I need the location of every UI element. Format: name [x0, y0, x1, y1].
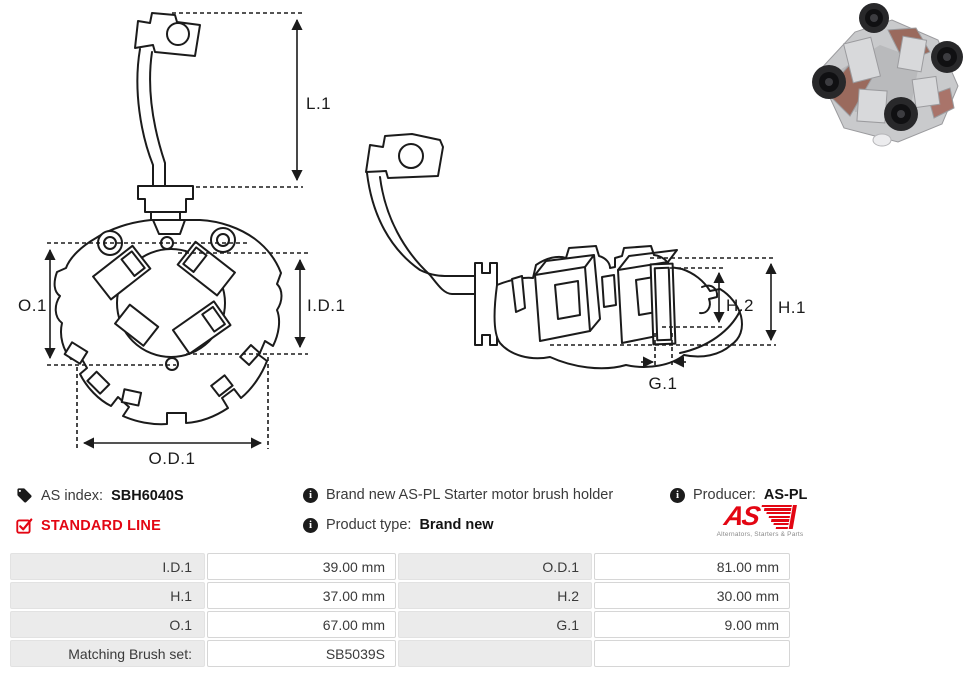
- spec-label: I.D.1: [10, 553, 205, 580]
- spec-label: O.1: [10, 611, 205, 638]
- as-pl-logo-text: AS: [722, 501, 761, 531]
- spec-label: G.1: [398, 611, 592, 638]
- spec-label: [398, 640, 592, 667]
- as-index-row: AS index: SBH6040S: [16, 487, 184, 504]
- spec-value: 39.00 mm: [207, 553, 396, 580]
- spec-value: 30.00 mm: [594, 582, 790, 609]
- dim-label-g1: G.1: [649, 374, 678, 393]
- spec-value: SB5039S: [207, 640, 396, 667]
- side-view-drawing: H.2 H.1 G.1: [365, 133, 806, 393]
- as-index-value: SBH6040S: [111, 487, 184, 504]
- info-icon: i: [670, 487, 685, 503]
- spec-value: 81.00 mm: [594, 553, 790, 580]
- spec-table: I.D.1 39.00 mm O.D.1 81.00 mm H.1 37.00 …: [10, 553, 790, 667]
- front-view-dimension-lines: [44, 12, 308, 449]
- spec-value: [594, 640, 790, 667]
- product-type-row: i Product type: Brand new: [303, 517, 494, 533]
- producer-row: i Producer: AS-PL: [670, 487, 807, 503]
- product-photo: [812, 3, 963, 147]
- as-index-label: AS index:: [41, 487, 104, 504]
- spec-value: 67.00 mm: [207, 611, 396, 638]
- spec-label: H.2: [398, 582, 592, 609]
- dim-label-h2: H.2: [726, 296, 754, 315]
- dim-label-l1: L.1: [306, 94, 331, 113]
- dim-label-id1: I.D.1: [307, 296, 345, 315]
- standard-line-row: STANDARD LINE: [16, 517, 161, 534]
- producer-label: Producer:: [693, 487, 756, 503]
- standard-line-badge: STANDARD LINE: [41, 517, 161, 534]
- dim-label-h1: H.1: [778, 298, 806, 317]
- spec-label: O.D.1: [398, 553, 592, 580]
- spec-value: 9.00 mm: [594, 611, 790, 638]
- dim-label-od1: O.D.1: [149, 449, 196, 468]
- tag-icon: [17, 488, 32, 503]
- product-type-label: Product type:: [326, 517, 412, 533]
- front-view-drawing: L.1 O.1 I.D.1 O.D.1: [18, 12, 345, 468]
- brush-spring-coils: [812, 3, 963, 131]
- product-type-value: Brand new: [419, 517, 494, 533]
- product-description: Brand new AS-PL Starter motor brush hold…: [326, 487, 614, 503]
- dim-label-o1: O.1: [18, 296, 47, 315]
- side-view-dimension-lines: [550, 257, 777, 368]
- as-pl-logo-stripes: [758, 504, 793, 529]
- as-pl-logo: AS Alternators, Starters & Parts: [710, 501, 810, 538]
- spec-label: Matching Brush set:: [10, 640, 205, 667]
- checkbox-icon: [16, 518, 33, 534]
- producer-value: AS-PL: [763, 487, 808, 503]
- info-icon: i: [303, 517, 318, 533]
- spec-label: H.1: [10, 582, 205, 609]
- description-row: i Brand new AS-PL Starter motor brush ho…: [303, 487, 613, 503]
- as-pl-logo-tagline: Alternators, Starters & Parts: [716, 531, 804, 538]
- info-icon: i: [303, 487, 318, 503]
- spec-value: 37.00 mm: [207, 582, 396, 609]
